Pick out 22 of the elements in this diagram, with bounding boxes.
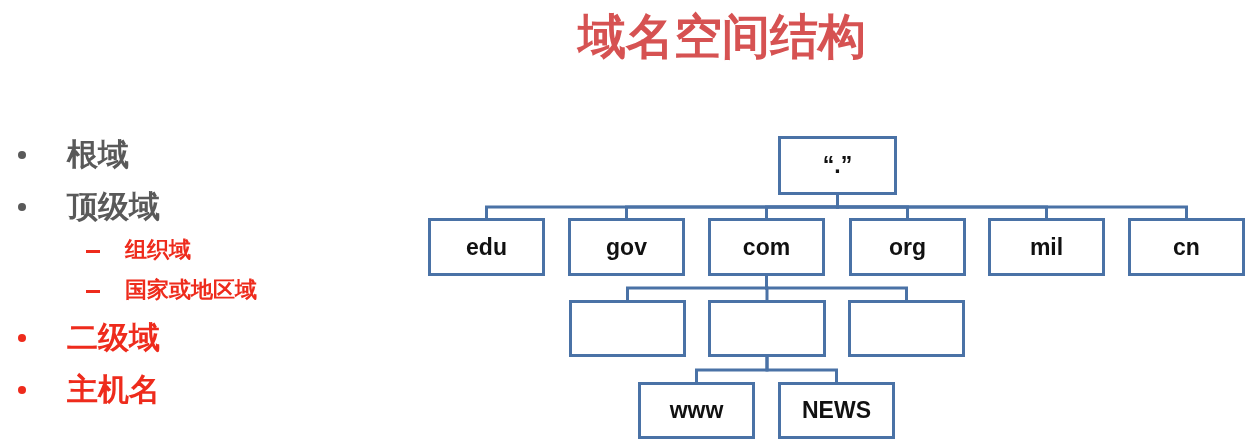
list-item-text: 国家或地区域 — [125, 277, 257, 304]
blank-box — [569, 300, 686, 357]
list-item-text: 顶级域 — [67, 187, 160, 225]
domain-box: cn — [1128, 218, 1245, 276]
list-item-text: 二级域 — [67, 318, 160, 356]
domain-box: mil — [988, 218, 1105, 276]
domain-box: gov — [568, 218, 685, 276]
domain-box: com — [708, 218, 825, 276]
domain-box: www — [638, 382, 755, 439]
list-item-text: 组织域 — [125, 237, 191, 264]
domain-box: org — [849, 218, 966, 276]
list-item-text: 主机名 — [67, 370, 160, 408]
domain-box: NEWS — [778, 382, 895, 439]
connector-line — [836, 195, 1188, 218]
title: 域名空间结构 — [576, 7, 867, 66]
domain-box: “.” — [778, 136, 897, 195]
connector-line — [765, 276, 908, 300]
list-item-text: 根域 — [67, 135, 129, 173]
domain-box: edu — [428, 218, 545, 276]
connector-line — [765, 357, 838, 382]
blank-box — [708, 300, 826, 357]
blank-box — [848, 300, 965, 357]
